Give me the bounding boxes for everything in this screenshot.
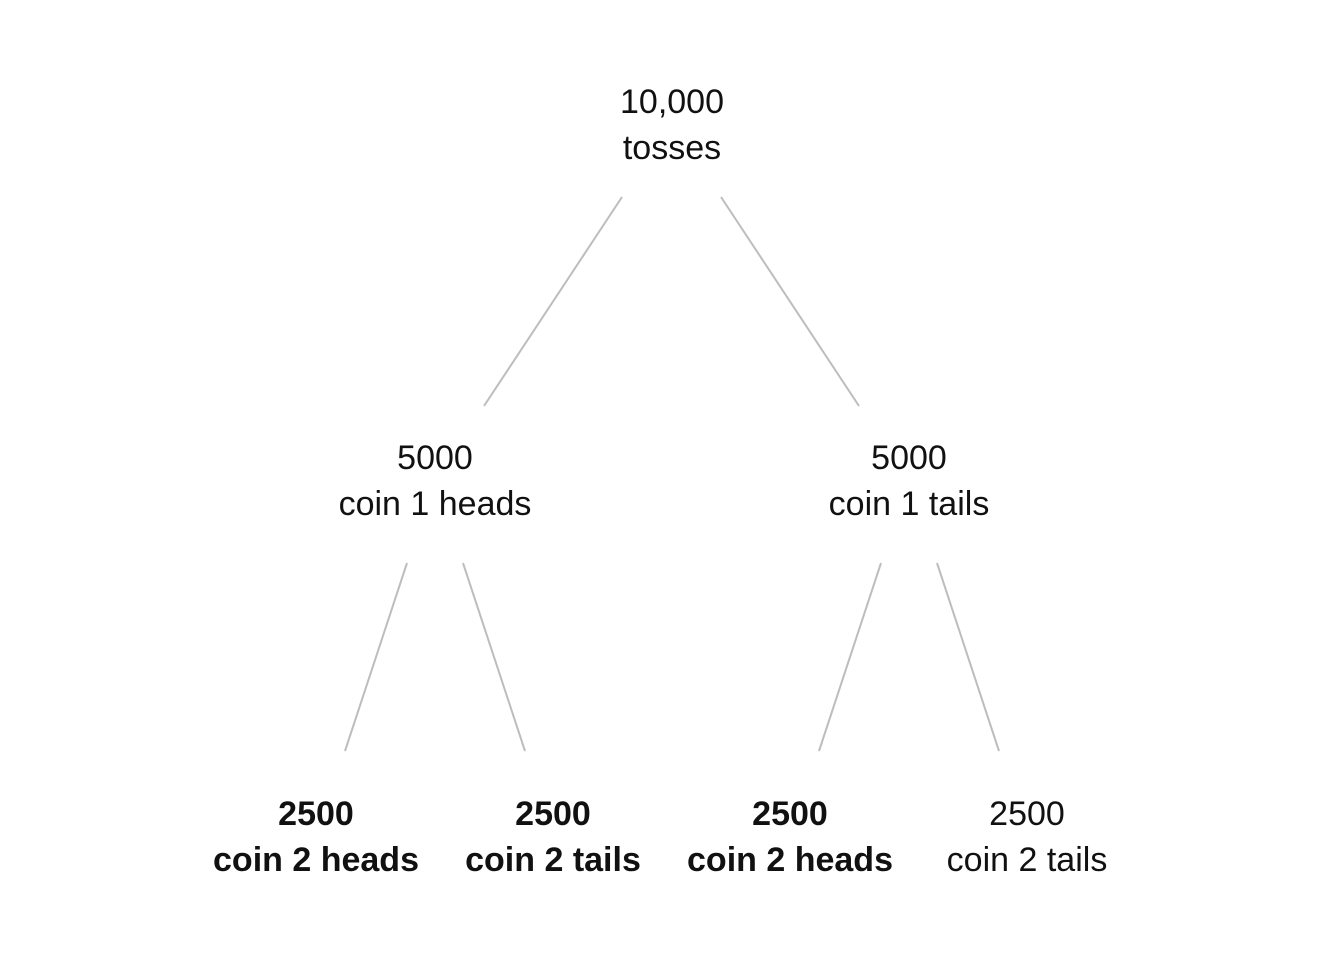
edge-heads-to-coin2-heads: [344, 562, 408, 752]
leaf-tails-coin2-heads: 2500 coin 2 heads: [687, 791, 893, 883]
root-label: tosses: [622, 129, 722, 167]
leaf-label: coin 2 tails: [465, 841, 641, 879]
edge-root-to-coin1-heads: [483, 196, 623, 407]
leaf-heads-coin2-tails: 2500 coin 2 tails: [465, 791, 641, 883]
node-count: 5000: [871, 439, 947, 477]
root-count: 10,000: [620, 83, 724, 121]
leaf-tails-coin2-tails: 2500 coin 2 tails: [947, 791, 1108, 883]
edge-root-to-coin1-tails: [720, 196, 860, 407]
leaf-label: coin 2 heads: [687, 841, 893, 879]
edge-tails-to-coin2-heads: [818, 562, 882, 752]
leaf-count: 2500: [278, 795, 354, 833]
leaf-label: coin 2 heads: [213, 841, 419, 879]
node-label: coin 1 heads: [338, 485, 532, 523]
leaf-heads-coin2-heads: 2500 coin 2 heads: [213, 791, 419, 883]
node-label: coin 1 tails: [828, 485, 990, 523]
leaf-label: coin 2 tails: [946, 841, 1108, 879]
leaf-count: 2500: [515, 795, 591, 833]
leaf-count: 2500: [989, 795, 1065, 833]
edge-heads-to-coin2-tails: [462, 562, 526, 752]
edge-tails-to-coin2-tails: [936, 562, 1000, 752]
node-coin1-heads: 5000 coin 1 heads: [339, 435, 532, 527]
node-coin1-tails: 5000 coin 1 tails: [829, 435, 990, 527]
root-node: 10,000 tosses: [620, 79, 724, 171]
node-count: 5000: [397, 439, 473, 477]
leaf-count: 2500: [752, 795, 828, 833]
